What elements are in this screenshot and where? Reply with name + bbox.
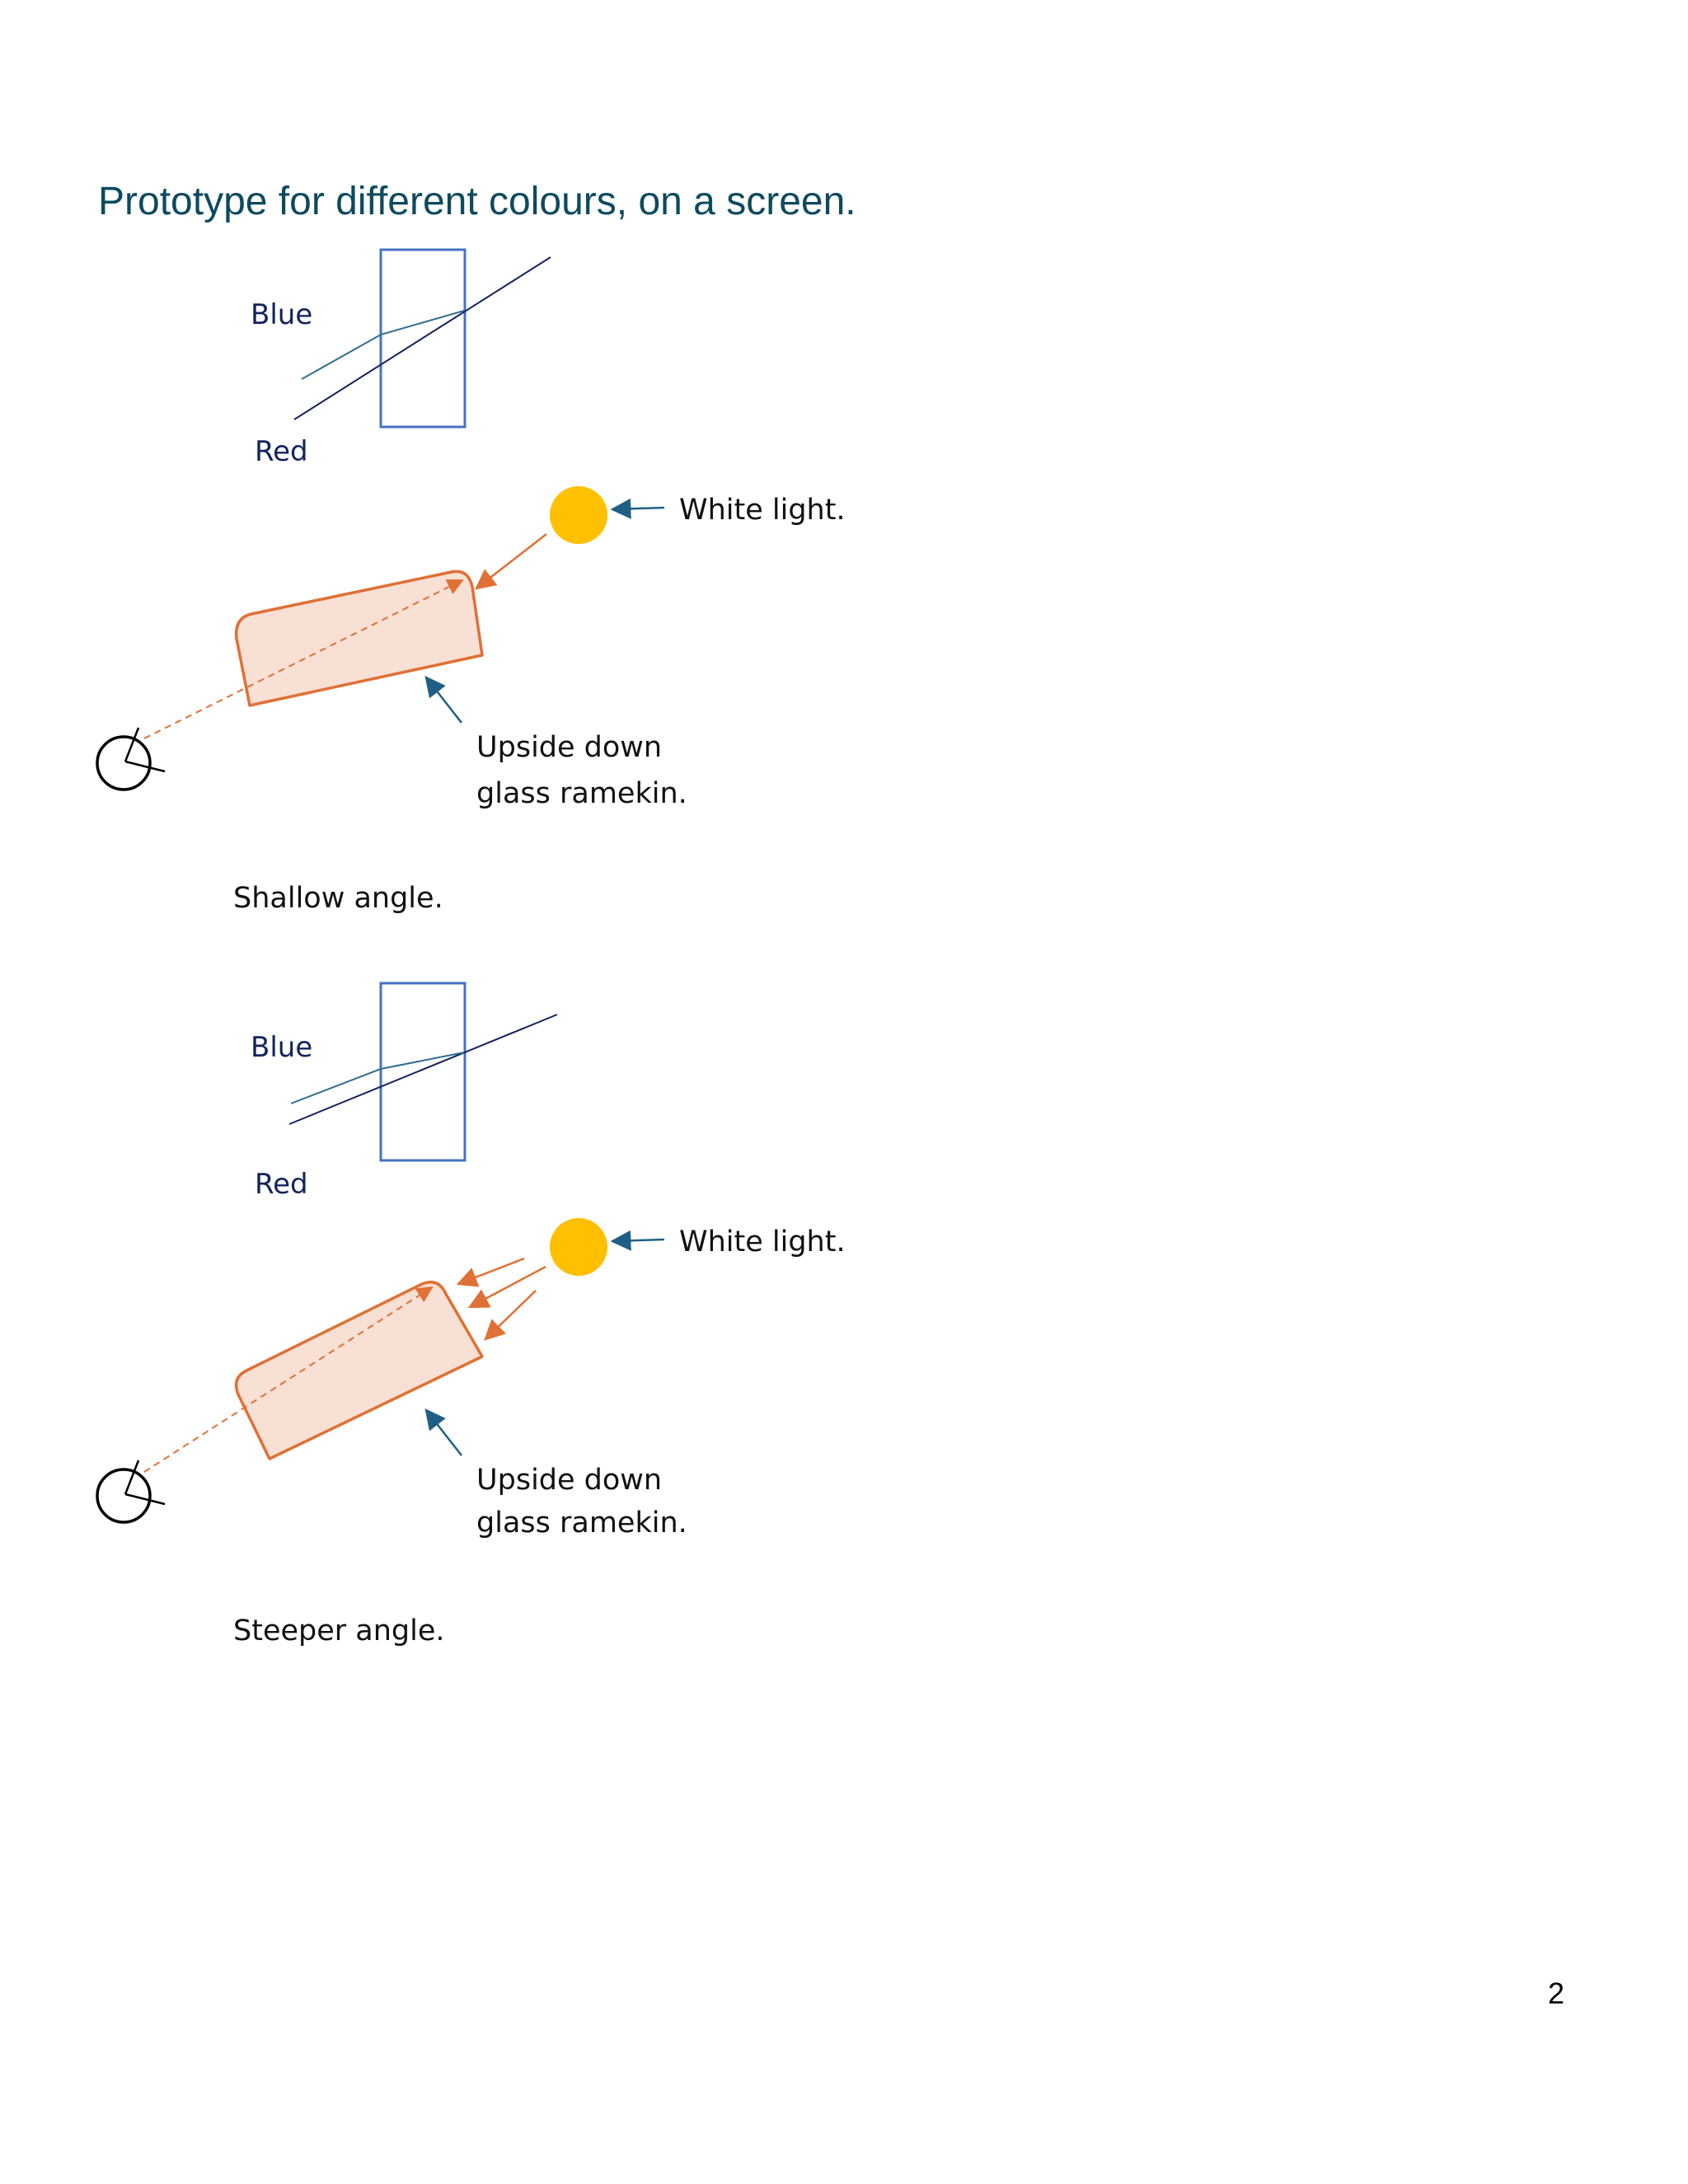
red-label: Red <box>255 1168 308 1201</box>
white-light-pointer-arrow <box>610 1230 665 1251</box>
white-light-label: White light. <box>679 1226 846 1258</box>
incident-light-ray <box>456 1257 525 1287</box>
page-title: Prototype for different colours, on a sc… <box>98 180 856 223</box>
ramekin-pointer-arrow <box>424 1408 462 1456</box>
blue-label: Blue <box>251 1031 312 1064</box>
diagram-caption: Steeper angle. <box>233 1615 445 1647</box>
incident-light-ray <box>484 1290 537 1341</box>
eye-icon <box>96 727 166 791</box>
white-light-pointer-arrow <box>610 498 665 519</box>
blue-ray <box>290 1052 465 1104</box>
red-ray <box>288 1014 558 1125</box>
white-light-sun-icon <box>550 1218 607 1276</box>
eye-icon <box>96 1460 166 1524</box>
incident-light-ray <box>467 1265 546 1309</box>
blue-label: Blue <box>251 298 312 331</box>
glass-ramekin <box>234 1281 484 1460</box>
glass-ramekin <box>234 569 484 707</box>
blue-ray <box>301 310 465 380</box>
red-ray <box>293 256 551 420</box>
screen-rectangle <box>379 248 467 429</box>
red-label: Red <box>255 435 308 468</box>
white-light-label: White light. <box>679 494 846 527</box>
ramekin-label-line2: glass ramekin. <box>476 777 687 810</box>
white-light-sun-icon <box>550 486 607 544</box>
screen-rectangle <box>379 982 467 1162</box>
ramekin-label-line2: glass ramekin. <box>476 1507 687 1540</box>
diagram-shallow-angle: Blue Red White light. Upside down gl <box>96 248 846 915</box>
ramekin-pointer-arrow <box>424 676 462 724</box>
refraction-screen: Blue Red <box>251 982 558 1201</box>
ramekin-label-line1: Upside down <box>476 731 662 764</box>
incident-light-ray <box>475 533 547 590</box>
diagram-steeper-angle: Blue Red White light. Upside <box>96 982 846 1647</box>
refraction-screen: Blue Red <box>251 248 551 468</box>
diagram-caption: Shallow angle. <box>233 882 443 915</box>
page-number: 2 <box>1548 1976 1565 2010</box>
ramekin-label-line1: Upside down <box>476 1464 662 1497</box>
sight-line-dashed <box>143 579 464 739</box>
